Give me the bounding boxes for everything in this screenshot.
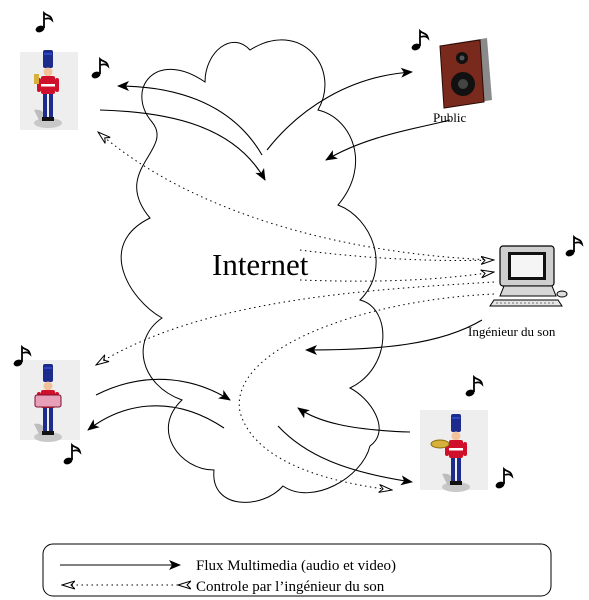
music-note-icon bbox=[89, 58, 109, 81]
speaker-label: Public bbox=[433, 110, 466, 125]
flow-arrow-cloud-to-musician-bl bbox=[87, 405, 225, 431]
control-arrow-to-speaker bbox=[299, 249, 494, 261]
music-note-icon bbox=[61, 444, 81, 467]
musician-top-left bbox=[20, 50, 78, 130]
legend-solid-label: Flux Multimedia (audio et video) bbox=[196, 558, 396, 574]
control-arrow-to-musician-tl bbox=[98, 132, 495, 261]
control-arrow-to-musician-bl bbox=[96, 281, 495, 365]
flow-arrow-musician-tl-to-cloud bbox=[99, 109, 266, 181]
internet-cloud bbox=[120, 39, 384, 503]
music-note-icon bbox=[493, 468, 513, 491]
flow-arrow-computer-to-cloud bbox=[305, 319, 483, 355]
flow-arrow-cloud-to-speaker bbox=[266, 67, 413, 151]
legend: Flux Multimedia (audio et video) Control… bbox=[42, 543, 552, 597]
media-flow-arrows bbox=[87, 67, 483, 486]
music-note-icon bbox=[409, 30, 429, 53]
internet-label: Internet bbox=[212, 247, 309, 282]
music-note-icon bbox=[33, 12, 53, 35]
flow-arrow-cloud-to-musician-br bbox=[277, 425, 413, 486]
drum-instrument bbox=[34, 394, 62, 408]
flow-arrow-musician-br-to-cloud bbox=[297, 407, 411, 433]
flow-arrow-speaker-to-cloud bbox=[325, 119, 451, 161]
speaker-icon bbox=[439, 38, 492, 109]
musician-bottom-left bbox=[20, 360, 80, 442]
music-note-icon bbox=[463, 376, 483, 399]
legend-dotted-label: Controle par l’ingénieur du son bbox=[196, 579, 385, 595]
control-flow-arrows bbox=[96, 132, 494, 490]
flow-arrow-cloud-to-musician-tl bbox=[117, 81, 263, 156]
flute-instrument bbox=[34, 74, 39, 84]
musician-bottom-right bbox=[420, 410, 488, 492]
flow-arrow-musician-bl-to-cloud bbox=[95, 378, 231, 401]
computer-label: Ingénieur du son bbox=[468, 324, 556, 339]
music-note-icon bbox=[563, 236, 583, 259]
cymbal-instrument bbox=[430, 439, 450, 449]
control-arrow-to-musician-br bbox=[238, 293, 495, 490]
computer-icon bbox=[489, 245, 568, 307]
